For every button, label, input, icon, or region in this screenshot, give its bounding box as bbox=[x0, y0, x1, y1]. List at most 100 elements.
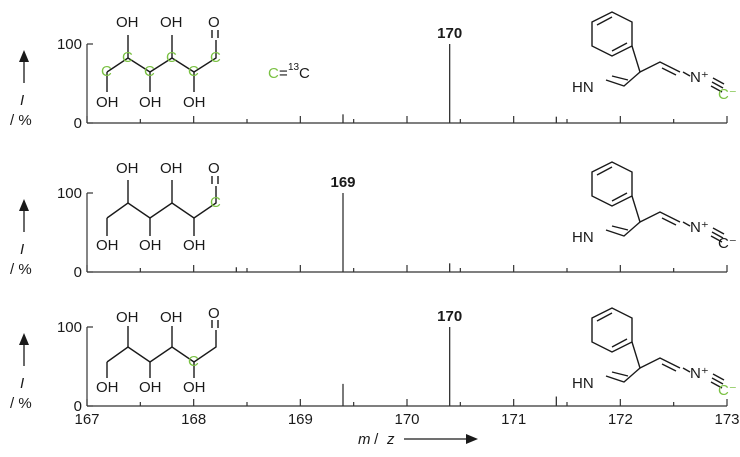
middle-n-plus-label: N⁺ bbox=[690, 219, 709, 236]
middle-c-minus-label: C⁻ bbox=[718, 235, 737, 252]
top-c-minus-label: C⁻ bbox=[718, 86, 737, 103]
bottom-oh-label-2: OH bbox=[160, 309, 183, 326]
middle-oh-label-4: OH bbox=[139, 237, 162, 254]
middle-vinyl-chain bbox=[639, 211, 681, 223]
bottom-n-plus-label: N⁺ bbox=[690, 365, 709, 382]
x-tick-label: 169 bbox=[288, 411, 313, 428]
top-triple-bond-1 bbox=[711, 81, 724, 89]
bottom-glucose-structure: OH OH O OH OH OH C bbox=[96, 305, 220, 396]
bottom-c-minus-label: C⁻ bbox=[718, 382, 737, 399]
bottom-pyrrole-ring bbox=[605, 341, 641, 383]
middle-benzene-double-2 bbox=[611, 192, 628, 202]
top-glucose-structure: OH OH O OH OH OH C C C C C C bbox=[96, 14, 221, 111]
bottom-triple-bond-3 bbox=[710, 381, 723, 389]
top-oh-label-3: OH bbox=[96, 94, 119, 111]
base-peak-label: 169 bbox=[330, 174, 355, 191]
top-vinyl-chain bbox=[639, 61, 681, 73]
x-tick-label: 167 bbox=[74, 411, 99, 428]
x-tick-label: 168 bbox=[181, 411, 206, 428]
bottom-indole-isonitrile-structure: HN N⁺ C⁻ bbox=[572, 307, 737, 399]
bottom-c13-label: C bbox=[188, 353, 199, 370]
top-oh-label-1: OH bbox=[116, 14, 139, 31]
bottom-pyrrole-double bbox=[611, 371, 629, 377]
middle-benzene-ring bbox=[591, 161, 633, 207]
y-axis-arrow-head bbox=[19, 333, 29, 345]
middle-sugar-chain bbox=[106, 186, 217, 219]
top-carbonyl-o-label: O bbox=[208, 14, 220, 31]
top-n-bond bbox=[682, 71, 691, 77]
top-n-plus-label: N⁺ bbox=[690, 69, 709, 86]
bottom-sugar-chain bbox=[106, 330, 217, 363]
bottom-n-bond bbox=[682, 367, 691, 373]
bottom-triple-bond-2 bbox=[712, 373, 725, 381]
top-pyrrole-ring bbox=[605, 45, 641, 87]
middle-pyrrole-double bbox=[611, 225, 629, 231]
middle-hn-label: HN bbox=[572, 229, 594, 246]
c13-legend-equals: = bbox=[279, 65, 288, 82]
top-c13-label-6: C bbox=[210, 49, 221, 66]
x-axis-arrow-head bbox=[466, 434, 478, 444]
top-indole-isonitrile-structure: HN N⁺ C⁻ bbox=[572, 11, 737, 103]
base-peak-label: 170 bbox=[437, 308, 462, 325]
y-tick-label: 100 bbox=[57, 319, 82, 336]
middle-benzene-double-1 bbox=[596, 166, 613, 176]
top-pyrrole-double bbox=[611, 75, 629, 81]
c13-legend-superscript: 13 bbox=[288, 62, 300, 73]
bottom-vinyl-chain bbox=[639, 357, 681, 369]
middle-indole-isonitrile-structure: HN N⁺ C⁻ bbox=[572, 161, 737, 252]
middle-oh-label-5: OH bbox=[183, 237, 206, 254]
bottom-vinyl-double bbox=[661, 363, 677, 372]
c13-legend-note: C = 13 C bbox=[268, 62, 310, 82]
bottom-carbonyl-o-label: O bbox=[208, 305, 220, 322]
top-c13-label-1: C bbox=[101, 63, 112, 80]
x-tick-label: 173 bbox=[714, 411, 739, 428]
middle-pyrrole-ring bbox=[605, 195, 641, 237]
y-axis-label: I bbox=[20, 241, 24, 258]
top-c13-label-3: C bbox=[144, 63, 155, 80]
middle-c13-label: C bbox=[210, 194, 221, 211]
middle-vinyl-double bbox=[661, 217, 677, 226]
middle-oh-label-2: OH bbox=[160, 160, 183, 177]
middle-oh-label-1: OH bbox=[116, 160, 139, 177]
top-oh-label-5: OH bbox=[183, 94, 206, 111]
top-oh-label-4: OH bbox=[139, 94, 162, 111]
x-axis-title-separator: / bbox=[370, 431, 383, 448]
top-benzene-ring bbox=[591, 11, 633, 57]
bottom-benzene-ring bbox=[591, 307, 633, 353]
top-c13-label-5: C bbox=[188, 63, 199, 80]
y-tick-label: 100 bbox=[57, 185, 82, 202]
top-oh-label-2: OH bbox=[160, 14, 183, 31]
c13-legend-c: C bbox=[268, 65, 279, 82]
bottom-benzene-double-2 bbox=[611, 338, 628, 348]
top-vinyl-double bbox=[661, 67, 677, 76]
y-axis-arrow-head bbox=[19, 50, 29, 62]
y-axis-label: I bbox=[20, 92, 24, 109]
y-axis-label: I bbox=[20, 375, 24, 392]
top-triple-bond-3 bbox=[710, 85, 723, 93]
top-benzene-double-2 bbox=[611, 42, 628, 52]
middle-triple-bond-1 bbox=[711, 231, 724, 239]
bottom-hn-label: HN bbox=[572, 375, 594, 392]
x-tick-label: 172 bbox=[608, 411, 633, 428]
bottom-oh-label-5: OH bbox=[183, 379, 206, 396]
x-tick-label: 171 bbox=[501, 411, 526, 428]
bottom-oh-label-3: OH bbox=[96, 379, 119, 396]
y-axis-arrow-head bbox=[19, 199, 29, 211]
top-c13-label-2: C bbox=[122, 49, 133, 66]
y-tick-label: 0 bbox=[74, 398, 82, 415]
y-axis-unit: / % bbox=[10, 261, 32, 278]
middle-carbonyl-o-label: O bbox=[208, 160, 220, 177]
x-axis-title: m / z bbox=[358, 431, 478, 448]
middle-triple-bond-2 bbox=[712, 227, 725, 235]
base-peak-label: 170 bbox=[437, 25, 462, 42]
y-tick-label: 0 bbox=[74, 115, 82, 132]
y-tick-label: 0 bbox=[74, 264, 82, 281]
y-axis-unit: / % bbox=[10, 395, 32, 412]
c13-legend-carbon: C bbox=[299, 65, 310, 82]
middle-oh-label-3: OH bbox=[96, 237, 119, 254]
